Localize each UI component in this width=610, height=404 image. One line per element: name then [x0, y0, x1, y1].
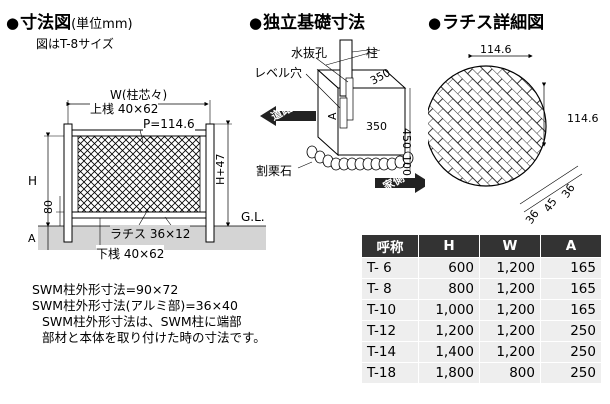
lattice-header: ●ラチス詳細図	[428, 8, 544, 33]
table-cell: 1,200	[479, 299, 541, 321]
a-label: A	[28, 232, 36, 245]
dim-450-label: 450	[400, 128, 413, 149]
bottom-rail	[71, 211, 207, 219]
bullet-icon: ●	[6, 14, 20, 32]
post-label: 柱	[366, 46, 379, 60]
table-cell: 1,800	[418, 362, 480, 384]
table-row: T-14 1,400 1,200 250	[361, 341, 602, 363]
header-cell-name: 呼称	[361, 234, 419, 258]
drawing-size-note: 図はT-8サイズ	[36, 37, 114, 51]
table-cell: 250	[540, 362, 602, 384]
lattice-panel	[77, 135, 201, 213]
table-cell: T-14	[361, 341, 419, 363]
table-cell: 165	[540, 299, 602, 321]
note-line-1: SWM柱外形寸法=90×72	[32, 282, 179, 297]
table-cell: 1,200	[479, 257, 541, 279]
w-label: W(柱芯々)	[110, 88, 168, 102]
lattice-circle	[428, 65, 547, 187]
dimension-drawing-header: ●寸法図(単位mm)	[6, 8, 133, 33]
top-rail-label: 上桟 40×62	[90, 100, 159, 117]
unit-label: (単位mm)	[71, 17, 133, 32]
left-post	[63, 123, 73, 243]
lattice-dim-right: 114.6	[567, 112, 599, 125]
right-post	[205, 123, 215, 243]
note-line-4: 部材と本体を取り付けた時の寸法です。	[42, 330, 266, 345]
h-label: H	[28, 174, 38, 188]
table-cell: 800	[418, 278, 480, 300]
table-cell: 1,200	[418, 320, 480, 342]
table-cell: 165	[540, 257, 602, 279]
table-row: T- 6 600 1,200 165	[361, 257, 602, 279]
lattice-detail-drawing	[428, 53, 583, 213]
table-cell: T-10	[361, 299, 419, 321]
road-side-arrow	[260, 106, 316, 126]
house-side-arrow	[375, 173, 425, 193]
note-line-3: SWM柱外形寸法は、SWM柱に端部	[42, 314, 242, 329]
table-cell: T-18	[361, 362, 419, 384]
a-foundation-label: A	[326, 112, 339, 120]
gl-label: G.L.	[241, 210, 265, 224]
lattice-bar-label: ラチス 36×12	[110, 225, 191, 242]
table-cell: T-12	[361, 320, 419, 342]
table-cell: 165	[540, 278, 602, 300]
table-row: T-12 1,200 1,200 250	[361, 320, 602, 342]
dim-350-front-label: 350	[366, 120, 387, 133]
table-cell: 800	[479, 362, 541, 384]
table-cell: 600	[418, 257, 480, 279]
dim-100-label: 100	[400, 155, 413, 176]
table-cell: 1,200	[479, 341, 541, 363]
table-cell: 250	[540, 341, 602, 363]
table-cell: 1,200	[479, 278, 541, 300]
table-row: T-10 1,000 1,200 165	[361, 299, 602, 321]
header-cell-a: A	[540, 234, 602, 258]
table-cell: 1,000	[418, 299, 480, 321]
header-cell-w: W	[479, 234, 541, 258]
spec-table: 呼称 H W A T- 6 600 1,200 165 T- 8 800 1,2…	[361, 234, 602, 384]
table-cell: 250	[540, 320, 602, 342]
dimension-title: 寸法図	[20, 13, 72, 33]
level-hole-label: レベル穴	[254, 66, 303, 80]
table-cell: T- 8	[361, 278, 419, 300]
table-row: T- 8 800 1,200 165	[361, 278, 602, 300]
drain-hole-label: 水抜孔	[291, 46, 328, 60]
table-cell: 1,200	[479, 320, 541, 342]
bottom-rail-label: 下桟 40×62	[96, 245, 165, 262]
gravel-label: 割栗石	[256, 164, 293, 178]
h-plus-label: H+47	[214, 153, 227, 186]
dim-80-label: 80	[42, 200, 55, 214]
table-row: T-18 1,800 800 250	[361, 362, 602, 384]
pitch-label: P=114.6	[143, 117, 195, 131]
note-line-2: SWM柱外形寸法(アルミ部)=36×40	[32, 298, 238, 313]
lattice-dim-top: 114.6	[480, 43, 512, 56]
foundation-header: ●独立基礎寸法	[249, 8, 365, 33]
table-cell: T- 6	[361, 257, 419, 279]
table-header-row: 呼称 H W A	[361, 234, 602, 258]
bullet-icon: ●	[249, 14, 263, 32]
header-cell-h: H	[418, 234, 480, 258]
bullet-icon: ●	[428, 14, 442, 32]
foundation-title: 独立基礎寸法	[263, 13, 366, 33]
gravel-stones	[306, 145, 414, 171]
table-cell: 1,400	[418, 341, 480, 363]
lattice-title: ラチス詳細図	[442, 13, 545, 33]
foundation-drawing	[260, 39, 425, 193]
